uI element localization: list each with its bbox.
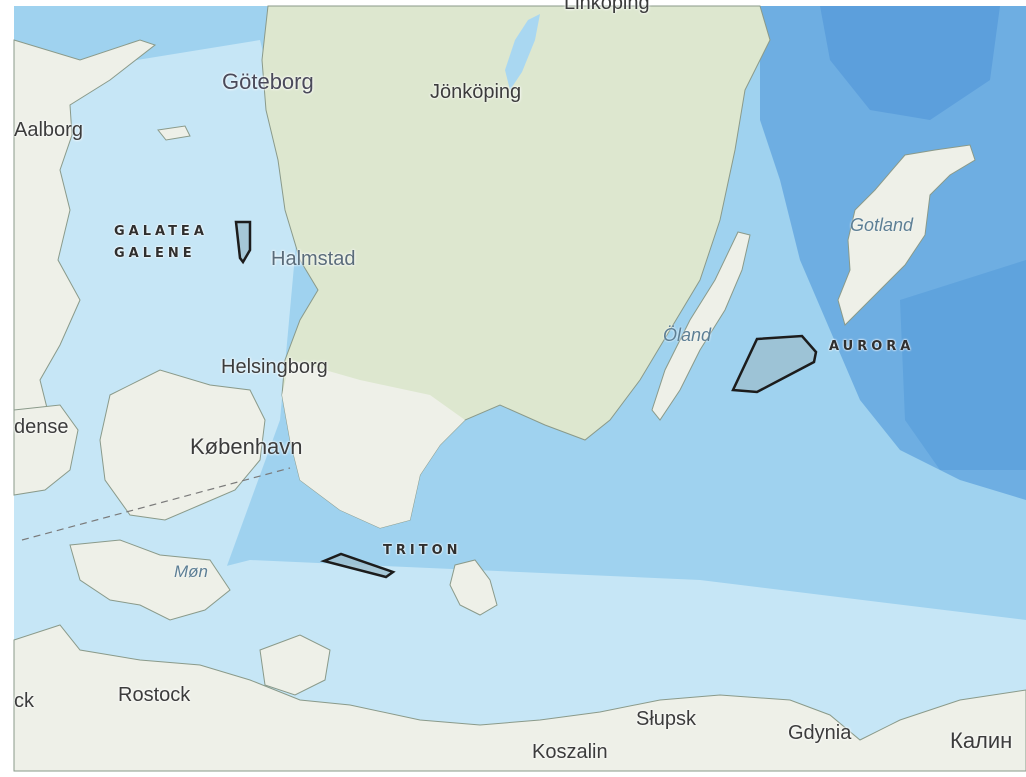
label-linkoping: Linköping (564, 0, 650, 14)
land-zealand (99, 369, 266, 521)
land-lolland-falster (69, 539, 231, 621)
label-odense: dense (14, 416, 69, 438)
label-galatea: GALATEA (114, 224, 208, 239)
area-triton[interactable] (320, 552, 396, 579)
label-aurora: AURORA (829, 339, 915, 354)
label-triton: TRITON (383, 543, 462, 558)
label-mon: Møn (174, 562, 208, 581)
land-gotland (837, 144, 976, 326)
deep-water-north (820, 6, 1000, 120)
label-gdynia: Gdynia (788, 722, 852, 744)
lake-vattern (505, 14, 540, 90)
label-kalin: Калин (950, 728, 1013, 753)
label-kobenhavn: København (190, 434, 303, 459)
area-aurora[interactable] (731, 334, 818, 394)
label-oland: Öland (663, 325, 712, 345)
land-anholt (157, 125, 191, 141)
label-helsingborg: Helsingborg (221, 356, 328, 378)
land-bornholm (449, 559, 498, 616)
label-gotland: Gotland (850, 215, 914, 235)
label-rostock-partial: ck (14, 690, 34, 712)
label-galene: GALENE (114, 246, 196, 261)
land-oland (651, 231, 751, 421)
label-goteborg: Göteborg (222, 69, 314, 94)
maritime-border-line (21, 467, 291, 541)
label-slupsk: Słupsk (636, 708, 697, 730)
land-rugen (259, 634, 331, 696)
deep-water-gotland-basin (900, 260, 1026, 470)
area-galatea-galene[interactable] (234, 220, 252, 265)
land-funen (13, 404, 79, 496)
label-halmstad: Halmstad (271, 248, 356, 270)
label-jonkoping: Jönköping (430, 81, 522, 103)
label-koszalin: Koszalin (532, 741, 608, 763)
land-skane (282, 360, 465, 528)
land-south-coast (13, 624, 1026, 772)
label-aalborg: Aalborg (14, 119, 83, 141)
label-rostock: Rostock (118, 684, 191, 706)
